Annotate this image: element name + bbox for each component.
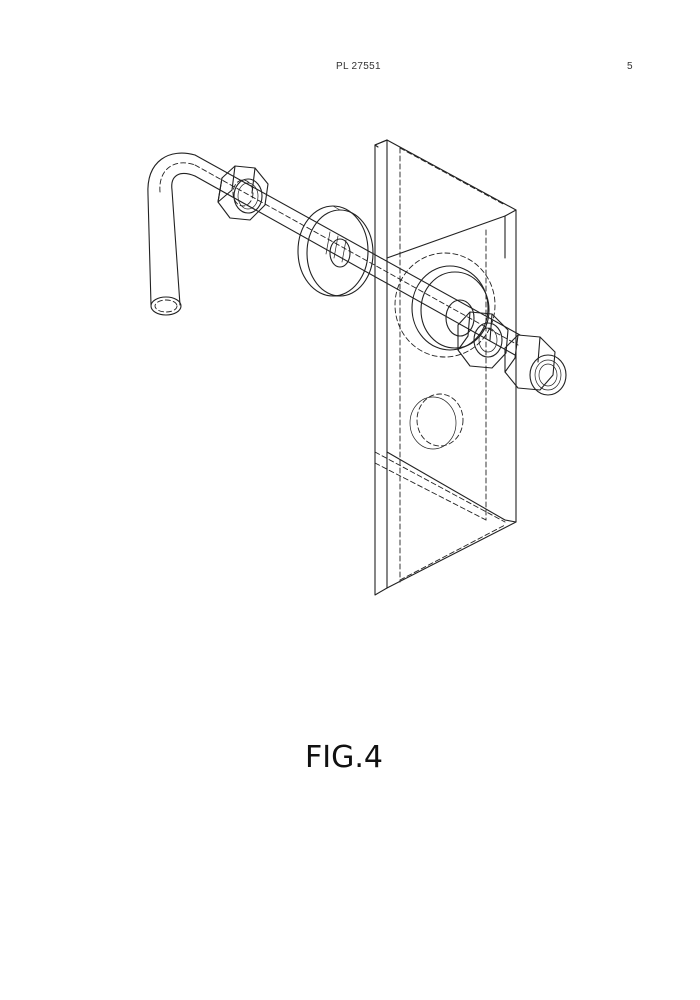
front-hex-nut-1 <box>457 311 509 369</box>
flat-washer <box>297 205 374 297</box>
page-number: 5 <box>627 61 633 72</box>
j-bolt <box>147 152 521 356</box>
front-hex-nut-2 <box>504 334 567 396</box>
bracket-hole-washer <box>394 252 496 358</box>
figure-label: FIG.4 <box>305 740 383 775</box>
angle-bracket <box>374 139 517 596</box>
document-number: PL 27551 <box>336 61 381 72</box>
rear-hex-nut <box>217 165 269 221</box>
technical-drawing <box>147 139 567 596</box>
